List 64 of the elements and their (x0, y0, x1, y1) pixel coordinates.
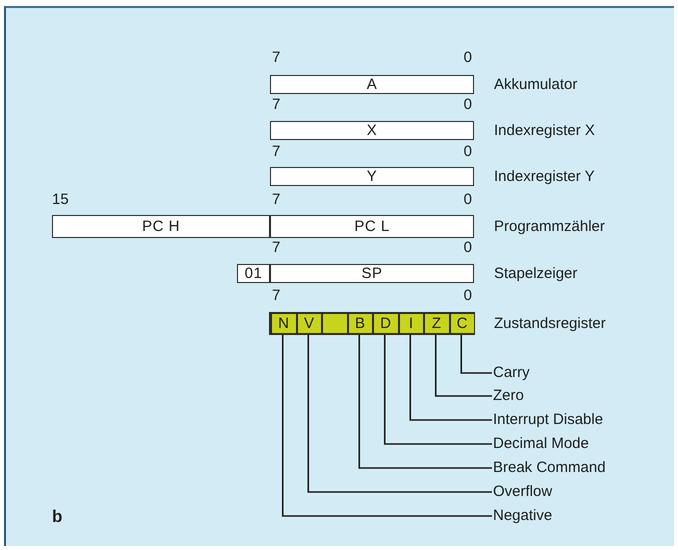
register-name-text: 01 (244, 266, 262, 281)
flag-letter: I (408, 316, 414, 330)
flag-letter: V (304, 316, 314, 330)
status-register-bar (270, 313, 474, 334)
register-name-text: PC H (142, 219, 180, 234)
bit-number: 0 (464, 97, 472, 113)
register-name-text: A (366, 77, 378, 92)
register-name-text: PC L (354, 219, 390, 234)
flag-letter: C (456, 316, 468, 330)
register-box (52, 215, 270, 238)
flag-bit-cell (271, 312, 296, 334)
flag-letter: B (354, 316, 366, 330)
bit-number: 7 (272, 144, 280, 160)
register-label: Stapelzeiger (494, 264, 578, 282)
bit-number: 0 (464, 240, 472, 256)
flag-label: Break Command (493, 459, 606, 477)
flag-label: Negative (493, 507, 552, 525)
flag-label: Interrupt Disable (493, 411, 604, 429)
bit-number: 7 (272, 50, 280, 66)
leader-line (358, 334, 492, 469)
bit-number: 7 (272, 240, 280, 256)
bit-number: 0 (464, 50, 472, 66)
register-name-text: X (366, 123, 378, 138)
flag-bit-cell (450, 312, 475, 334)
bit-number: 0 (464, 288, 472, 304)
bit-number: 7 (272, 192, 280, 208)
register-label: Programmzähler (494, 218, 605, 236)
register-label: Akkumulator (494, 76, 578, 94)
panel-letter: b (52, 508, 62, 526)
flag-letter: N (278, 316, 290, 330)
register-box (270, 75, 474, 94)
bit-number: 7 (272, 97, 280, 113)
register-label: Zustandsregister (494, 314, 606, 332)
register-name-text: Y (366, 169, 378, 184)
register-box (270, 264, 474, 283)
flag-bit-cell (398, 312, 424, 334)
flag-letter: D (380, 316, 392, 330)
leader-line (409, 334, 492, 421)
flag-label: Zero (493, 387, 524, 405)
register-name-text: SP (361, 266, 382, 281)
leader-line (384, 334, 492, 445)
bit-number: 7 (272, 288, 280, 304)
leader-line (282, 334, 492, 517)
bit-number: 0 (464, 144, 472, 160)
register-label: Indexregister Y (494, 168, 595, 186)
leader-line (434, 334, 492, 397)
register-label: Indexregister X (494, 122, 595, 140)
register-box (270, 121, 474, 140)
flag-bit-cell (424, 312, 450, 334)
leader-line (460, 334, 492, 374)
flag-label: Carry (493, 364, 530, 382)
bit-number: 15 (52, 192, 69, 208)
bit-number: 0 (464, 192, 472, 208)
register-box (270, 167, 474, 186)
flag-bit-cell (348, 312, 373, 334)
flag-bit-cell (296, 312, 322, 334)
flag-bit-cell (373, 312, 398, 334)
register-box (270, 215, 474, 238)
flag-label: Overflow (493, 483, 552, 501)
flag-bit-cell (322, 312, 348, 334)
flag-label: Decimal Mode (493, 435, 589, 453)
flag-letter: Z (432, 316, 442, 330)
leader-line (307, 334, 492, 493)
register-box (237, 264, 270, 283)
